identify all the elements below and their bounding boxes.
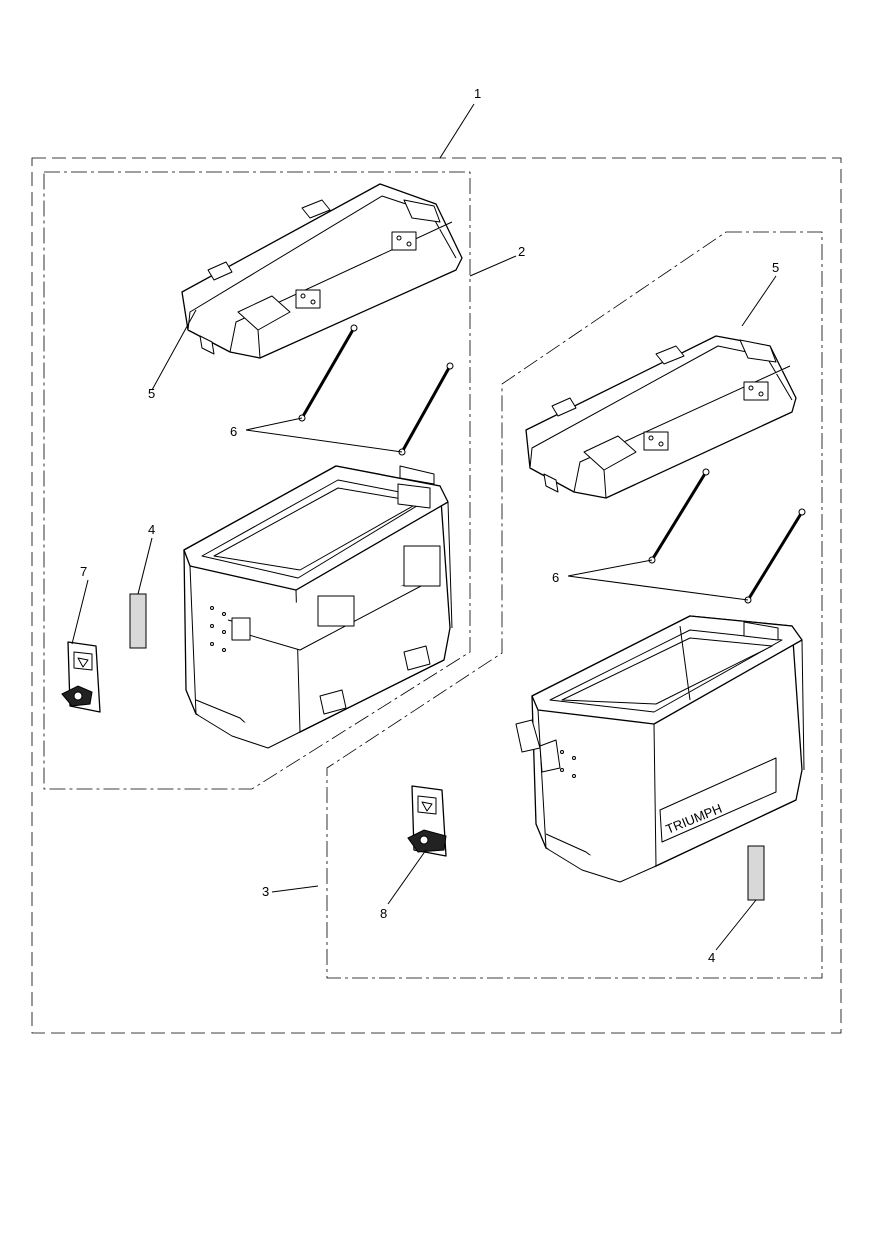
callout-2: 2 [518,244,525,259]
callout-3: 3 [262,884,269,899]
callout-1: 1 [474,86,481,101]
leader-lines [71,103,777,951]
callout-6-right: 6 [552,570,559,585]
callout-4-right: 4 [708,950,715,965]
callout-6-left: 6 [230,424,237,439]
right-lid [525,335,797,499]
callout-8: 8 [380,906,387,921]
left-box-body [183,465,453,749]
callout-5-right: 5 [772,260,779,275]
callout-7: 7 [80,564,87,579]
lock-assembly-right [407,785,447,857]
callout-5-left: 5 [148,386,155,401]
tethers [298,324,806,604]
right-reflector [747,845,765,901]
left-pannier-boundary [43,171,471,790]
left-reflector [129,593,147,649]
right-box-body: TRIUMPH [515,615,805,883]
left-lid [181,183,463,359]
lock-assembly-left [61,641,101,713]
kit-outer-boundary [31,157,842,1034]
callout-4-left: 4 [148,522,155,537]
right-pannier-boundary [326,231,823,979]
